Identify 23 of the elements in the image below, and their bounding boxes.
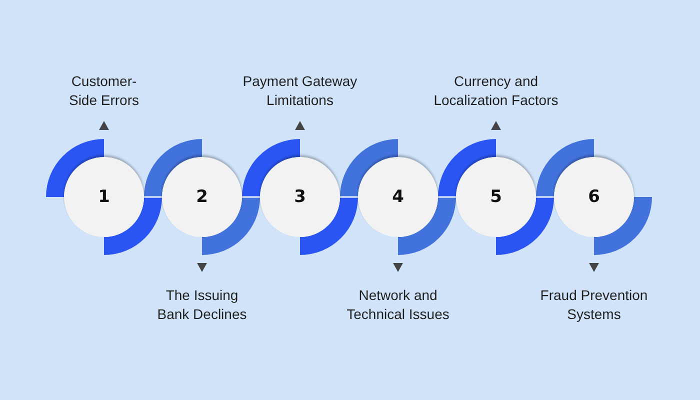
step-circle — [162, 157, 242, 237]
connector-line — [242, 196, 260, 198]
step-number: 3 — [294, 187, 306, 207]
step-label: Network and Technical Issues — [346, 286, 450, 324]
step-label: Currency and Localization Factors — [432, 72, 560, 110]
step-label: The Issuing Bank Declines — [156, 286, 248, 324]
connector-line — [438, 196, 456, 198]
step-circle — [64, 157, 144, 237]
connector-line — [536, 196, 554, 198]
step-number: 5 — [490, 187, 502, 207]
step-label: Payment Gateway Limitations — [242, 72, 358, 110]
step-circle — [456, 157, 536, 237]
step-label: Fraud Prevention Systems — [539, 286, 649, 324]
step-circle — [358, 157, 438, 237]
step-number: 1 — [98, 187, 110, 207]
step-number: 6 — [588, 187, 600, 207]
step-circle — [554, 157, 634, 237]
step-circle — [260, 157, 340, 237]
step-number: 2 — [196, 187, 208, 207]
step-label: Customer- Side Errors — [68, 72, 140, 110]
connector-line — [340, 196, 358, 198]
step-number: 4 — [392, 187, 404, 207]
connector-line — [144, 196, 162, 198]
